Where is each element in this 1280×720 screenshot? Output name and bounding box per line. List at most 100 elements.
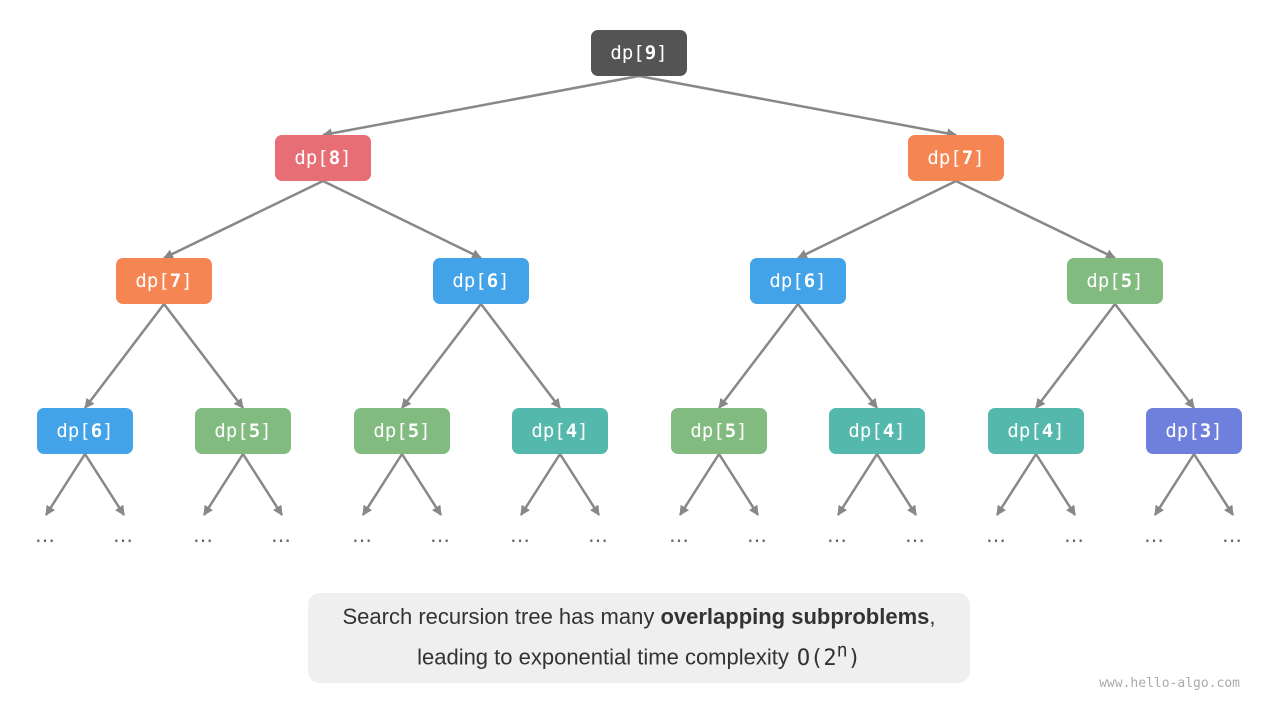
- node-bracket: ]: [1053, 420, 1065, 442]
- complexity-exponent: n: [836, 640, 848, 662]
- node-index: 8: [328, 147, 341, 169]
- tree-edge: [361, 453, 404, 516]
- complexity-formula: O(2n): [796, 640, 861, 671]
- node-prefix: dp[: [1086, 270, 1121, 292]
- ellipsis-leaf: …: [905, 523, 927, 547]
- tree-node-dp-5: dp[5]: [671, 408, 767, 454]
- ellipsis-leaf: …: [510, 523, 532, 547]
- node-prefix: dp[: [927, 147, 962, 169]
- node-prefix: dp[: [769, 270, 804, 292]
- tree-edge: [322, 74, 640, 139]
- node-index: 5: [248, 420, 261, 442]
- tree-edge: [519, 453, 562, 516]
- node-index: 4: [565, 420, 578, 442]
- node-index: 3: [1199, 420, 1212, 442]
- complexity-close: ): [847, 645, 861, 671]
- tree-edge: [955, 179, 1116, 260]
- complexity-base: O(2: [796, 645, 837, 671]
- node-bracket: ]: [1132, 270, 1144, 292]
- tree-edge: [84, 303, 165, 409]
- node-prefix: dp[: [690, 420, 725, 442]
- tree-edge: [480, 303, 561, 409]
- node-bracket: ]: [498, 270, 510, 292]
- caption-box: Search recursion tree has many overlappi…: [308, 593, 970, 683]
- ellipsis-leaf: …: [1222, 523, 1244, 547]
- tree-edge: [83, 453, 126, 516]
- tree-edge: [558, 453, 601, 516]
- ellipsis-leaf: …: [986, 523, 1008, 547]
- node-bracket: ]: [419, 420, 431, 442]
- tree-node-dp-8: dp[8]: [275, 135, 371, 181]
- node-prefix: dp[: [373, 420, 408, 442]
- ellipsis-leaf: …: [271, 523, 293, 547]
- ellipsis-leaf: …: [113, 523, 135, 547]
- tree-edge: [400, 453, 443, 516]
- node-index: 5: [1120, 270, 1133, 292]
- node-prefix: dp[: [610, 42, 645, 64]
- node-prefix: dp[: [135, 270, 170, 292]
- caption-punct: ,: [929, 604, 936, 630]
- ellipsis-leaf: …: [35, 523, 57, 547]
- tree-edge: [202, 453, 245, 516]
- caption-text-2: leading to exponential time complexity: [417, 644, 789, 670]
- tree-edge: [1035, 303, 1116, 409]
- node-index: 7: [169, 270, 182, 292]
- ellipsis-leaf: …: [352, 523, 374, 547]
- node-bracket: ]: [340, 147, 352, 169]
- caption-text: Search recursion tree has many: [342, 604, 661, 630]
- tree-edge: [163, 303, 244, 409]
- tree-edge: [1114, 303, 1195, 409]
- node-index: 5: [724, 420, 737, 442]
- ellipsis-leaf: …: [1144, 523, 1166, 547]
- node-index: 6: [486, 270, 499, 292]
- caption-line-1: Search recursion tree has many overlappi…: [343, 600, 936, 634]
- tree-edge: [401, 303, 482, 409]
- tree-node-dp-4: dp[4]: [829, 408, 925, 454]
- node-prefix: dp[: [56, 420, 91, 442]
- node-prefix: dp[: [531, 420, 566, 442]
- node-index: 4: [882, 420, 895, 442]
- ellipsis-leaf: …: [193, 523, 215, 547]
- tree-node-dp-7: dp[7]: [908, 135, 1004, 181]
- node-index: 6: [90, 420, 103, 442]
- ellipsis-leaf: …: [747, 523, 769, 547]
- node-bracket: ]: [260, 420, 272, 442]
- node-index: 7: [961, 147, 974, 169]
- ellipsis-leaf: …: [669, 523, 691, 547]
- tree-edge: [241, 453, 284, 516]
- node-bracket: ]: [577, 420, 589, 442]
- tree-edge: [875, 453, 918, 516]
- node-bracket: ]: [894, 420, 906, 442]
- node-bracket: ]: [736, 420, 748, 442]
- tree-edge: [678, 453, 721, 516]
- tree-edge: [1153, 453, 1196, 516]
- tree-node-dp-4: dp[4]: [988, 408, 1084, 454]
- tree-node-dp-7: dp[7]: [116, 258, 212, 304]
- node-bracket: ]: [815, 270, 827, 292]
- tree-node-dp-6: dp[6]: [750, 258, 846, 304]
- node-bracket: ]: [102, 420, 114, 442]
- tree-node-dp-3: dp[3]: [1146, 408, 1242, 454]
- node-bracket: ]: [1211, 420, 1223, 442]
- node-prefix: dp[: [1007, 420, 1042, 442]
- node-bracket: ]: [973, 147, 985, 169]
- tree-edge: [44, 453, 87, 516]
- tree-edge: [163, 179, 324, 260]
- tree-node-dp-6: dp[6]: [433, 258, 529, 304]
- tree-edge: [995, 453, 1038, 516]
- ellipsis-leaf: …: [1064, 523, 1086, 547]
- tree-edge: [836, 453, 879, 516]
- tree-node-dp-9: dp[9]: [591, 30, 687, 76]
- tree-edge: [717, 453, 760, 516]
- tree-node-dp-6: dp[6]: [37, 408, 133, 454]
- tree-node-dp-5: dp[5]: [354, 408, 450, 454]
- ellipsis-leaf: …: [430, 523, 452, 547]
- watermark: www.hello-algo.com: [1099, 676, 1240, 691]
- tree-edge: [1192, 453, 1235, 516]
- node-index: 6: [803, 270, 816, 292]
- tree-node-dp-5: dp[5]: [195, 408, 291, 454]
- tree-node-dp-5: dp[5]: [1067, 258, 1163, 304]
- node-prefix: dp[: [848, 420, 883, 442]
- caption-line-2: leading to exponential time complexity O(…: [417, 634, 861, 675]
